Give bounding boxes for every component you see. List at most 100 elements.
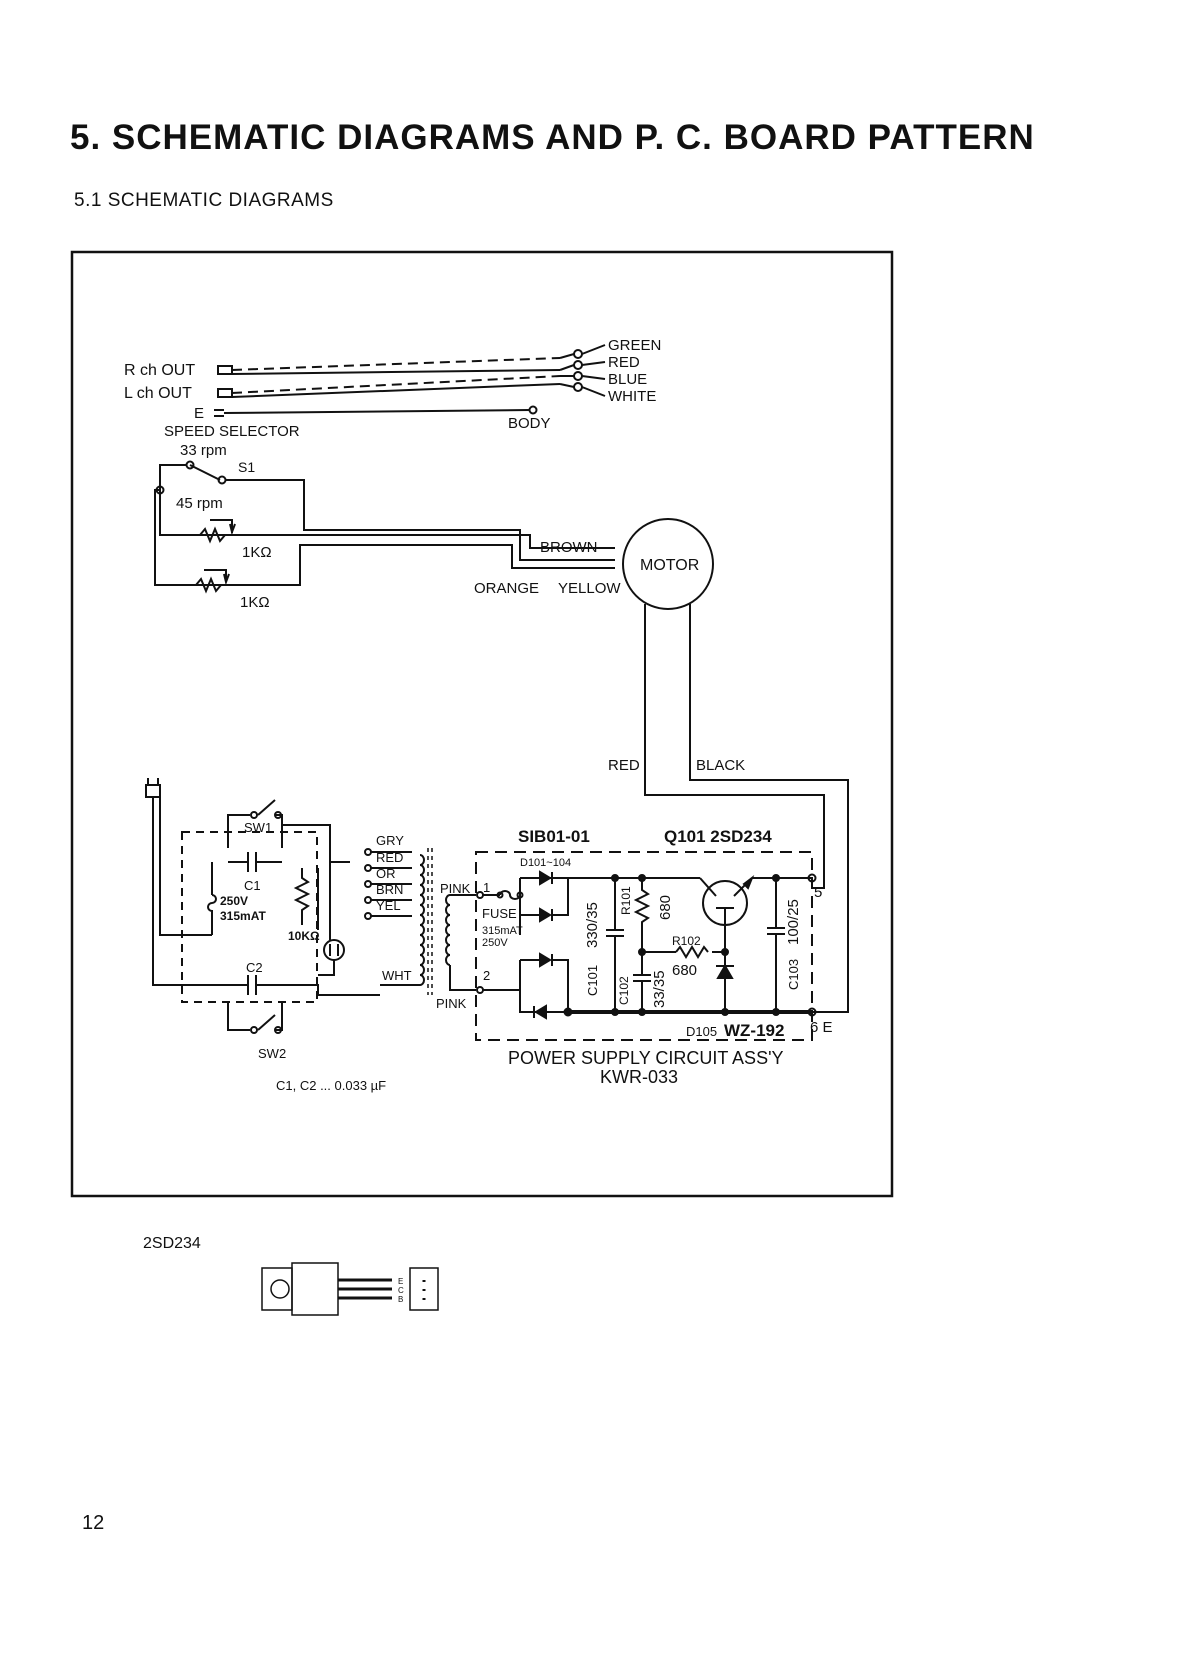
motor-section: MOTOR BROWN ORANGE YELLOW RED BLACK [474,518,849,1013]
potentiometer-2-icon [195,576,222,594]
fuse-voltage-label: 250V [482,937,508,949]
r102-label: R102 [672,934,701,948]
pin-1-label: 1 [483,880,490,895]
l-plug-icon [217,388,233,398]
sw1-label: SW1 [244,820,272,835]
e-label: E [194,405,204,422]
body-label: BODY [508,415,551,432]
pin-6-label: 6 E [810,1019,833,1036]
resistor-r101-icon [633,878,676,953]
zener-d105-icon [716,964,734,979]
motor-label: MOTOR [640,557,699,574]
capacitor-c103-icon [767,878,785,1012]
motor-icon [622,518,714,610]
bridge-diode-1-icon [539,870,553,886]
assy-label: POWER SUPPLY CIRCUIT ASS'Y [508,1048,784,1068]
caps-note-label: C1, C2 ... 0.033 µF [276,1078,386,1093]
c1-label: C1 [244,878,261,893]
l-ch-out-label: L ch OUT [124,385,192,402]
page-heading: 5. SCHEMATIC DIAGRAMS AND P. C. BOARD PA… [70,118,1035,157]
bridge-diode-2-icon [539,907,553,923]
power-plug-icon [145,778,161,798]
brn-tap-label: BRN [376,882,403,897]
potentiometer-1-icon [199,526,226,544]
c102-value-label: 33/35 [651,970,668,1008]
green-wire-label: GREEN [608,337,661,354]
speed-selector-label: SPEED SELECTOR [164,423,300,440]
pin-e-label: E [398,1277,403,1286]
bridge-diode-3-icon [539,952,553,968]
c103-value-label: 100/25 [785,899,802,945]
package-2sd234: 2SD234 E C B [143,1235,439,1316]
c101-value-label: 330/35 [584,902,601,948]
rpm-45-label: 45 rpm [176,495,223,512]
resistor-r102-icon [675,945,709,959]
diagram-frame [70,250,894,1198]
brown-wire-label: BROWN [540,539,598,556]
mains-section: SW1 C1 250V 315mAT 10KΩ C2 SW2 C1, C2 ..… [145,778,386,1093]
diodes-label: D101~104 [520,857,571,869]
rpm-33-label: 33 rpm [180,442,227,459]
pin-2-label: 2 [483,968,490,983]
board-label: SIB01-01 [518,827,590,846]
pin-5-label: 5 [814,884,822,901]
zener-label: WZ-192 [724,1021,784,1040]
yel-tap-label: YEL [376,898,401,913]
pink-top-label: PINK [440,881,471,896]
mains-fuse-current-label: 315mAT [220,909,266,923]
pot-2-label: 1KΩ [240,594,270,611]
q101-label: Q101 2SD234 [664,827,772,846]
transformer-section: GRY RED OR BRN YEL WHT PINK PINK 1 2 [364,833,490,1011]
capacitor-c1-icon [228,852,282,872]
yellow-wire-label: YELLOW [558,580,621,597]
s1-label: S1 [238,459,255,475]
transformer-secondary-icon [445,894,451,966]
pink-bottom-label: PINK [436,996,467,1011]
white-wire-label: WHITE [608,388,656,405]
capacitor-c101-icon [606,878,624,1012]
fuse-rating-label: 315mAT [482,925,523,937]
red-wire-label: RED [608,354,640,371]
sw2-label: SW2 [258,1046,286,1061]
pin-b-label: B [398,1295,403,1304]
c2-label: C2 [246,960,263,975]
r101-label: R101 [619,886,633,915]
power-supply-section: SIB01-01 Q101 2SD234 D101~104 FUSE 315mA… [475,827,833,1087]
speed-selector-section: SPEED SELECTOR 33 rpm S1 45 rpm 1KΩ 1KΩ [154,423,615,611]
c103-label: C103 [786,959,801,990]
e-plug-icon [214,409,224,417]
r-plug-icon [217,365,233,375]
resistor-10k-label: 10KΩ [288,929,320,943]
bridge-diode-4-icon [533,1004,547,1020]
c101-label: C101 [585,965,600,996]
motor-black-wire-label: BLACK [696,757,745,774]
fuse-label: FUSE [482,906,517,921]
d105-label: D105 [686,1024,717,1039]
mains-fuse-voltage-label: 250V [220,894,248,908]
capacitor-c102-icon [633,952,651,1012]
model-label: KWR-033 [600,1067,678,1087]
package-label: 2SD234 [143,1235,201,1252]
resistor-10k-icon [293,868,311,925]
or-tap-label: OR [376,866,396,881]
mains-fuse-icon [207,862,217,935]
gry-tap-label: GRY [376,833,404,848]
c102-label: C102 [617,976,631,1005]
r102-value-label: 680 [672,962,697,979]
pot-1-label: 1KΩ [242,544,272,561]
neon-lamp-icon [323,939,345,961]
r-ch-out-label: R ch OUT [124,362,195,379]
page-number: 12 [82,1512,105,1534]
pin-c-label: C [398,1286,404,1295]
red-tap-label: RED [376,850,403,865]
blue-wire-label: BLUE [608,371,647,388]
orange-wire-label: ORANGE [474,580,539,597]
motor-red-wire-label: RED [608,757,640,774]
section-heading: 5.1 SCHEMATIC DIAGRAMS [74,190,334,211]
transformer-primary-icon [419,854,425,986]
output-section: R ch OUT L ch OUT E GREEN RED BLUE WHITE… [124,337,661,432]
capacitor-c2-icon [228,975,282,995]
wht-tap-label: WHT [382,968,412,983]
r101-value-label: 680 [657,895,674,920]
